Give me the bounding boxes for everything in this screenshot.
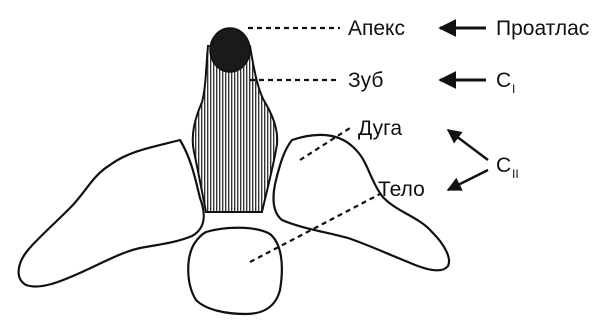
vertebral-body: [188, 228, 282, 314]
label-c1-sub: I: [512, 82, 515, 96]
label-tooth: Зуб: [348, 69, 383, 92]
label-c2-sub: II: [512, 167, 519, 181]
label-c1: C: [496, 69, 511, 92]
label-apex: Апекс: [348, 17, 405, 40]
label-body: Тело: [378, 178, 425, 201]
left-lateral-mass: [19, 140, 204, 287]
label-proatlas: Проатлас: [496, 17, 589, 40]
c2-arrow-up: [448, 130, 488, 160]
apex-tip: [210, 28, 250, 72]
label-c2: C: [496, 154, 511, 177]
label-arch: Дуга: [358, 117, 402, 140]
c2-arrow-down: [448, 170, 488, 190]
